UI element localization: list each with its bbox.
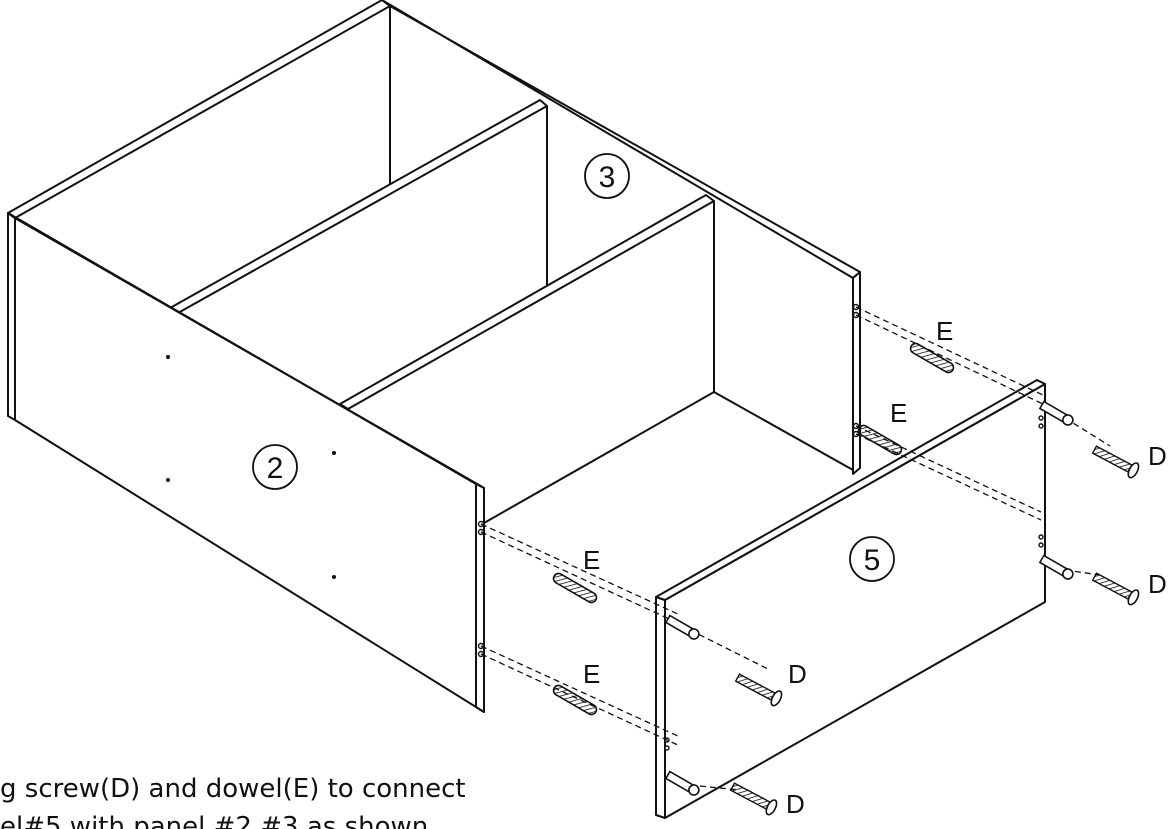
- cam-bolt-icon: [1038, 554, 1074, 580]
- panel-number-5-circle: [849, 536, 895, 582]
- dowel-label-e: E: [583, 659, 600, 689]
- cam-bolt-icon: [664, 614, 700, 640]
- dowel-icon: [909, 342, 955, 374]
- instruction-line-2: el#5 with panel #2 #3 as shown: [0, 812, 428, 829]
- screw-icon: [1091, 445, 1140, 479]
- screw-label-d: D: [786, 789, 805, 819]
- left-panel-front-edge: [7, 212, 16, 421]
- front-panel-left-edge: [655, 596, 666, 819]
- back-panel-top-edge: [7, 0, 391, 219]
- divider-2-top: [339, 194, 715, 410]
- divider-1-top: [169, 99, 548, 314]
- screw-icon: [734, 673, 783, 707]
- front-panel-top-edge: [655, 379, 1046, 601]
- dowel-icon: [552, 684, 598, 716]
- left-panel-face: [14, 217, 485, 713]
- dowel-group: [552, 342, 955, 716]
- panel-number-3: 3: [599, 161, 616, 194]
- right-panel-top-edge: [381, 0, 861, 279]
- cam-bolt-icon: [664, 770, 700, 796]
- cam-bolt-icon: [1038, 400, 1074, 426]
- dowel-label-e: E: [583, 545, 600, 575]
- panel-number-3-circle: [584, 153, 630, 199]
- screw-icon: [1091, 572, 1140, 606]
- dowel-icon: [552, 572, 598, 604]
- screw-group: [729, 445, 1140, 816]
- panel-number-5: 5: [864, 544, 881, 577]
- dowel-label-e: E: [890, 398, 907, 428]
- right-panel-face: [852, 271, 861, 475]
- instruction-line-1: g screw(D) and dowel(E) to connect: [0, 774, 466, 804]
- dowel-icon: [857, 424, 903, 456]
- screw-label-d: D: [788, 659, 807, 689]
- left-panel-end-edge: [475, 483, 485, 713]
- screw-icon: [729, 782, 778, 816]
- panel-number-2-circle: [252, 444, 298, 490]
- screw-label-d: D: [1148, 441, 1167, 471]
- screw-label-d: D: [1148, 569, 1167, 599]
- panel-number-2: 2: [267, 452, 284, 485]
- dowel-label-e: E: [936, 316, 953, 346]
